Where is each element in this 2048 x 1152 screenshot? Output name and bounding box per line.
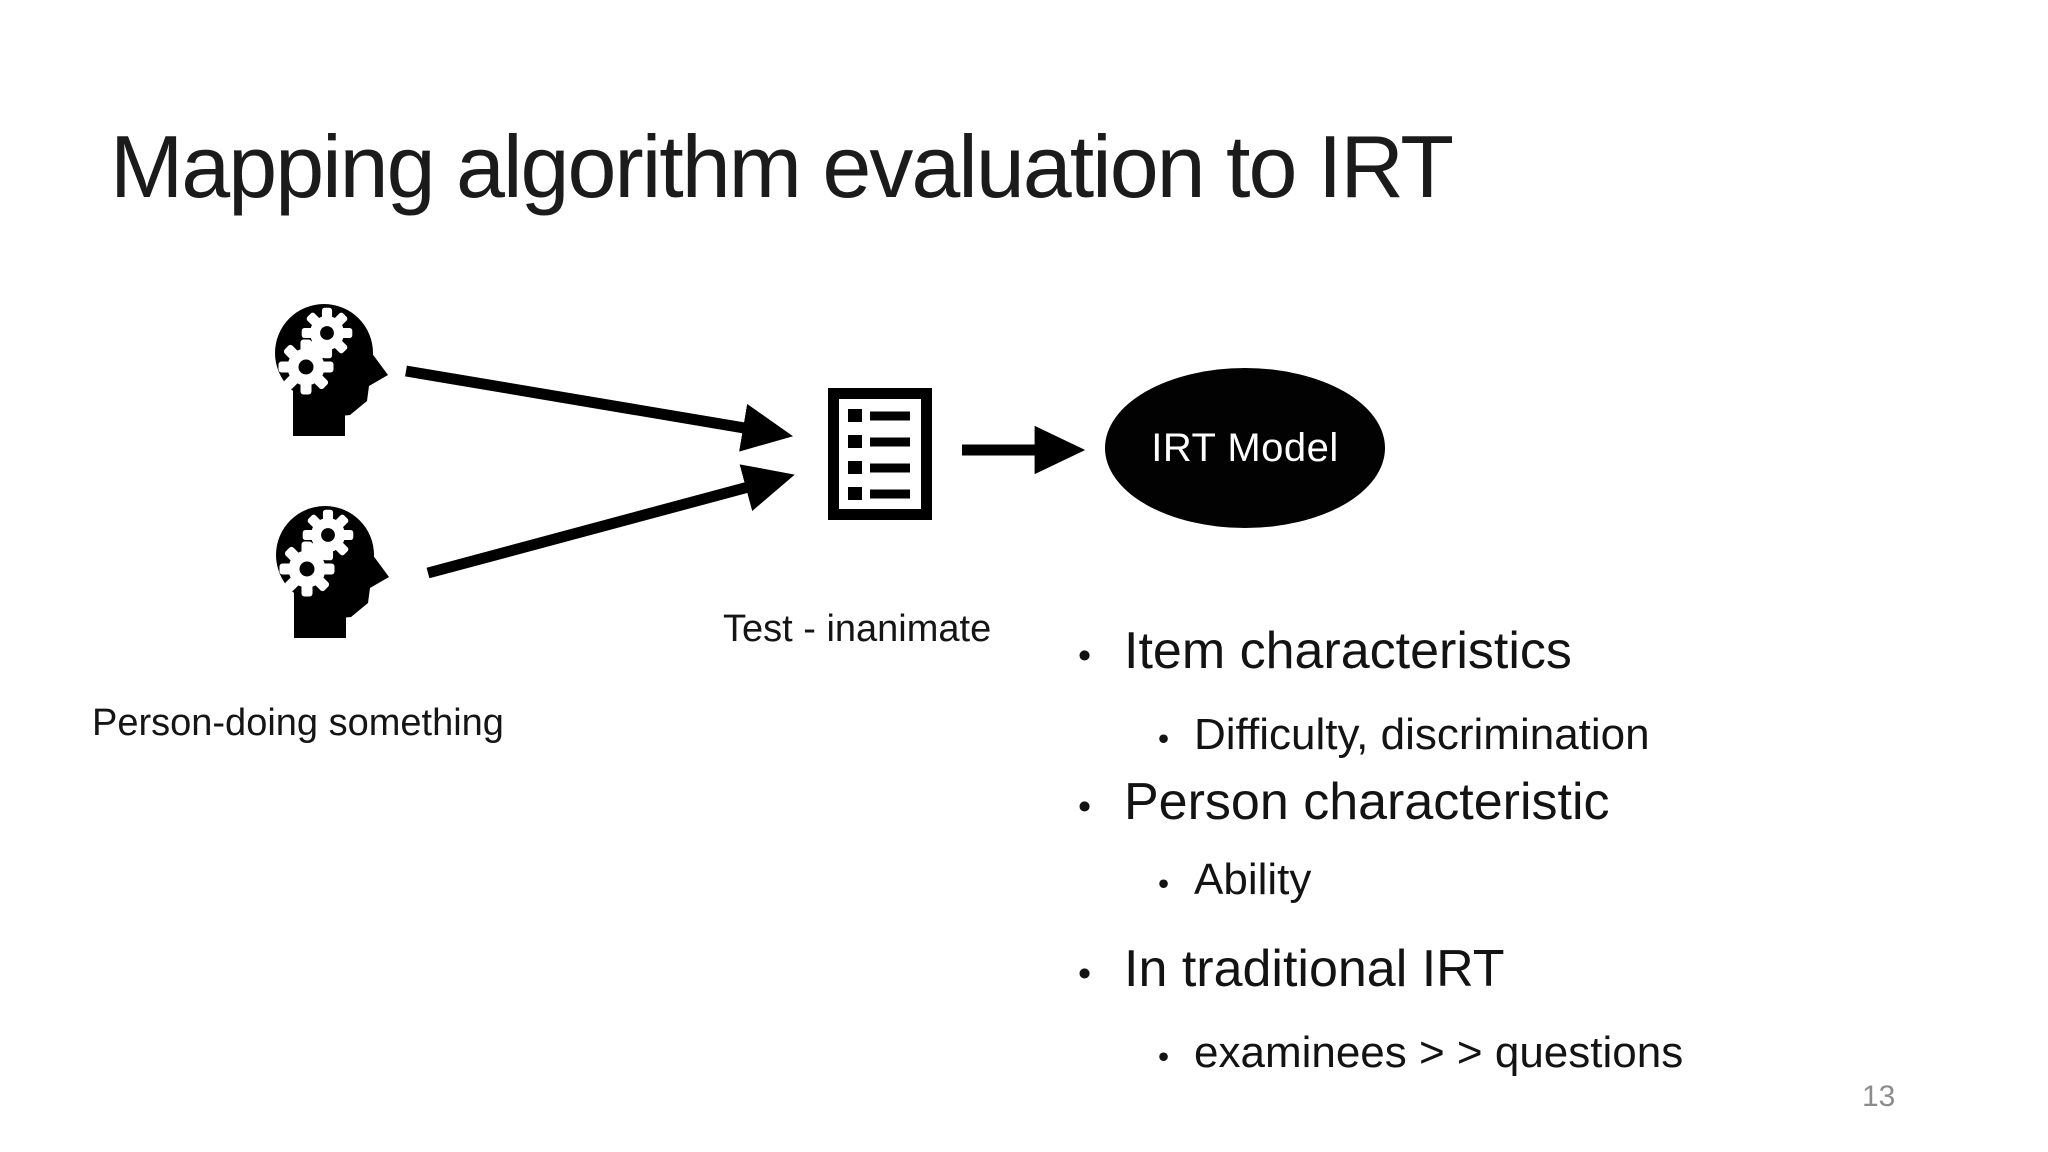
checklist-icon <box>828 388 932 520</box>
list-item: • Ability <box>1062 851 1802 912</box>
thinking-head-icon <box>275 304 388 436</box>
bullet-list: • Item characteristics • Difficulty, dis… <box>1062 618 1802 1085</box>
test-caption: Test - inanimate <box>723 608 992 650</box>
gear-icon <box>278 339 334 395</box>
gear-icon <box>279 541 335 597</box>
thinking-head-icon <box>276 506 389 638</box>
list-item-label: Person characteristic <box>1124 773 1610 831</box>
page-number: 13 <box>1862 1080 1896 1113</box>
list-item-label: Ability <box>1194 855 1312 904</box>
list-item-label: Item characteristics <box>1124 622 1572 680</box>
bullet-dot: • <box>1078 952 1092 994</box>
list-item: • Item characteristics <box>1062 618 1802 688</box>
bullet-dot: • <box>1158 720 1170 756</box>
slide-title: Mapping algorithm evaluation to IRT <box>110 117 1454 216</box>
list-item-label: Difficulty, discrimination <box>1194 710 1650 759</box>
bullet-dot: • <box>1078 785 1092 827</box>
bullet-dot: • <box>1078 634 1092 676</box>
irt-model-ellipse: IRT Model <box>1105 368 1385 528</box>
gear-icon <box>302 509 354 561</box>
list-item: • examinees > > questions <box>1062 1024 1802 1085</box>
irt-model-label: IRT Model <box>1151 425 1339 470</box>
list-item-label: examinees > > questions <box>1194 1028 1684 1077</box>
bullet-dot: • <box>1158 1038 1170 1074</box>
list-item: • Difficulty, discrimination <box>1062 706 1802 767</box>
list-item: • Person characteristic <box>1062 769 1802 839</box>
list-item-label: In traditional IRT <box>1124 940 1505 998</box>
arrow-head1-to-test <box>405 365 794 452</box>
gear-icon <box>301 307 353 359</box>
person-caption: Person-doing something <box>92 702 504 744</box>
arrow-head2-to-test <box>426 464 795 579</box>
list-item: • In traditional IRT <box>1062 936 1802 1006</box>
bullet-dot: • <box>1158 865 1170 901</box>
